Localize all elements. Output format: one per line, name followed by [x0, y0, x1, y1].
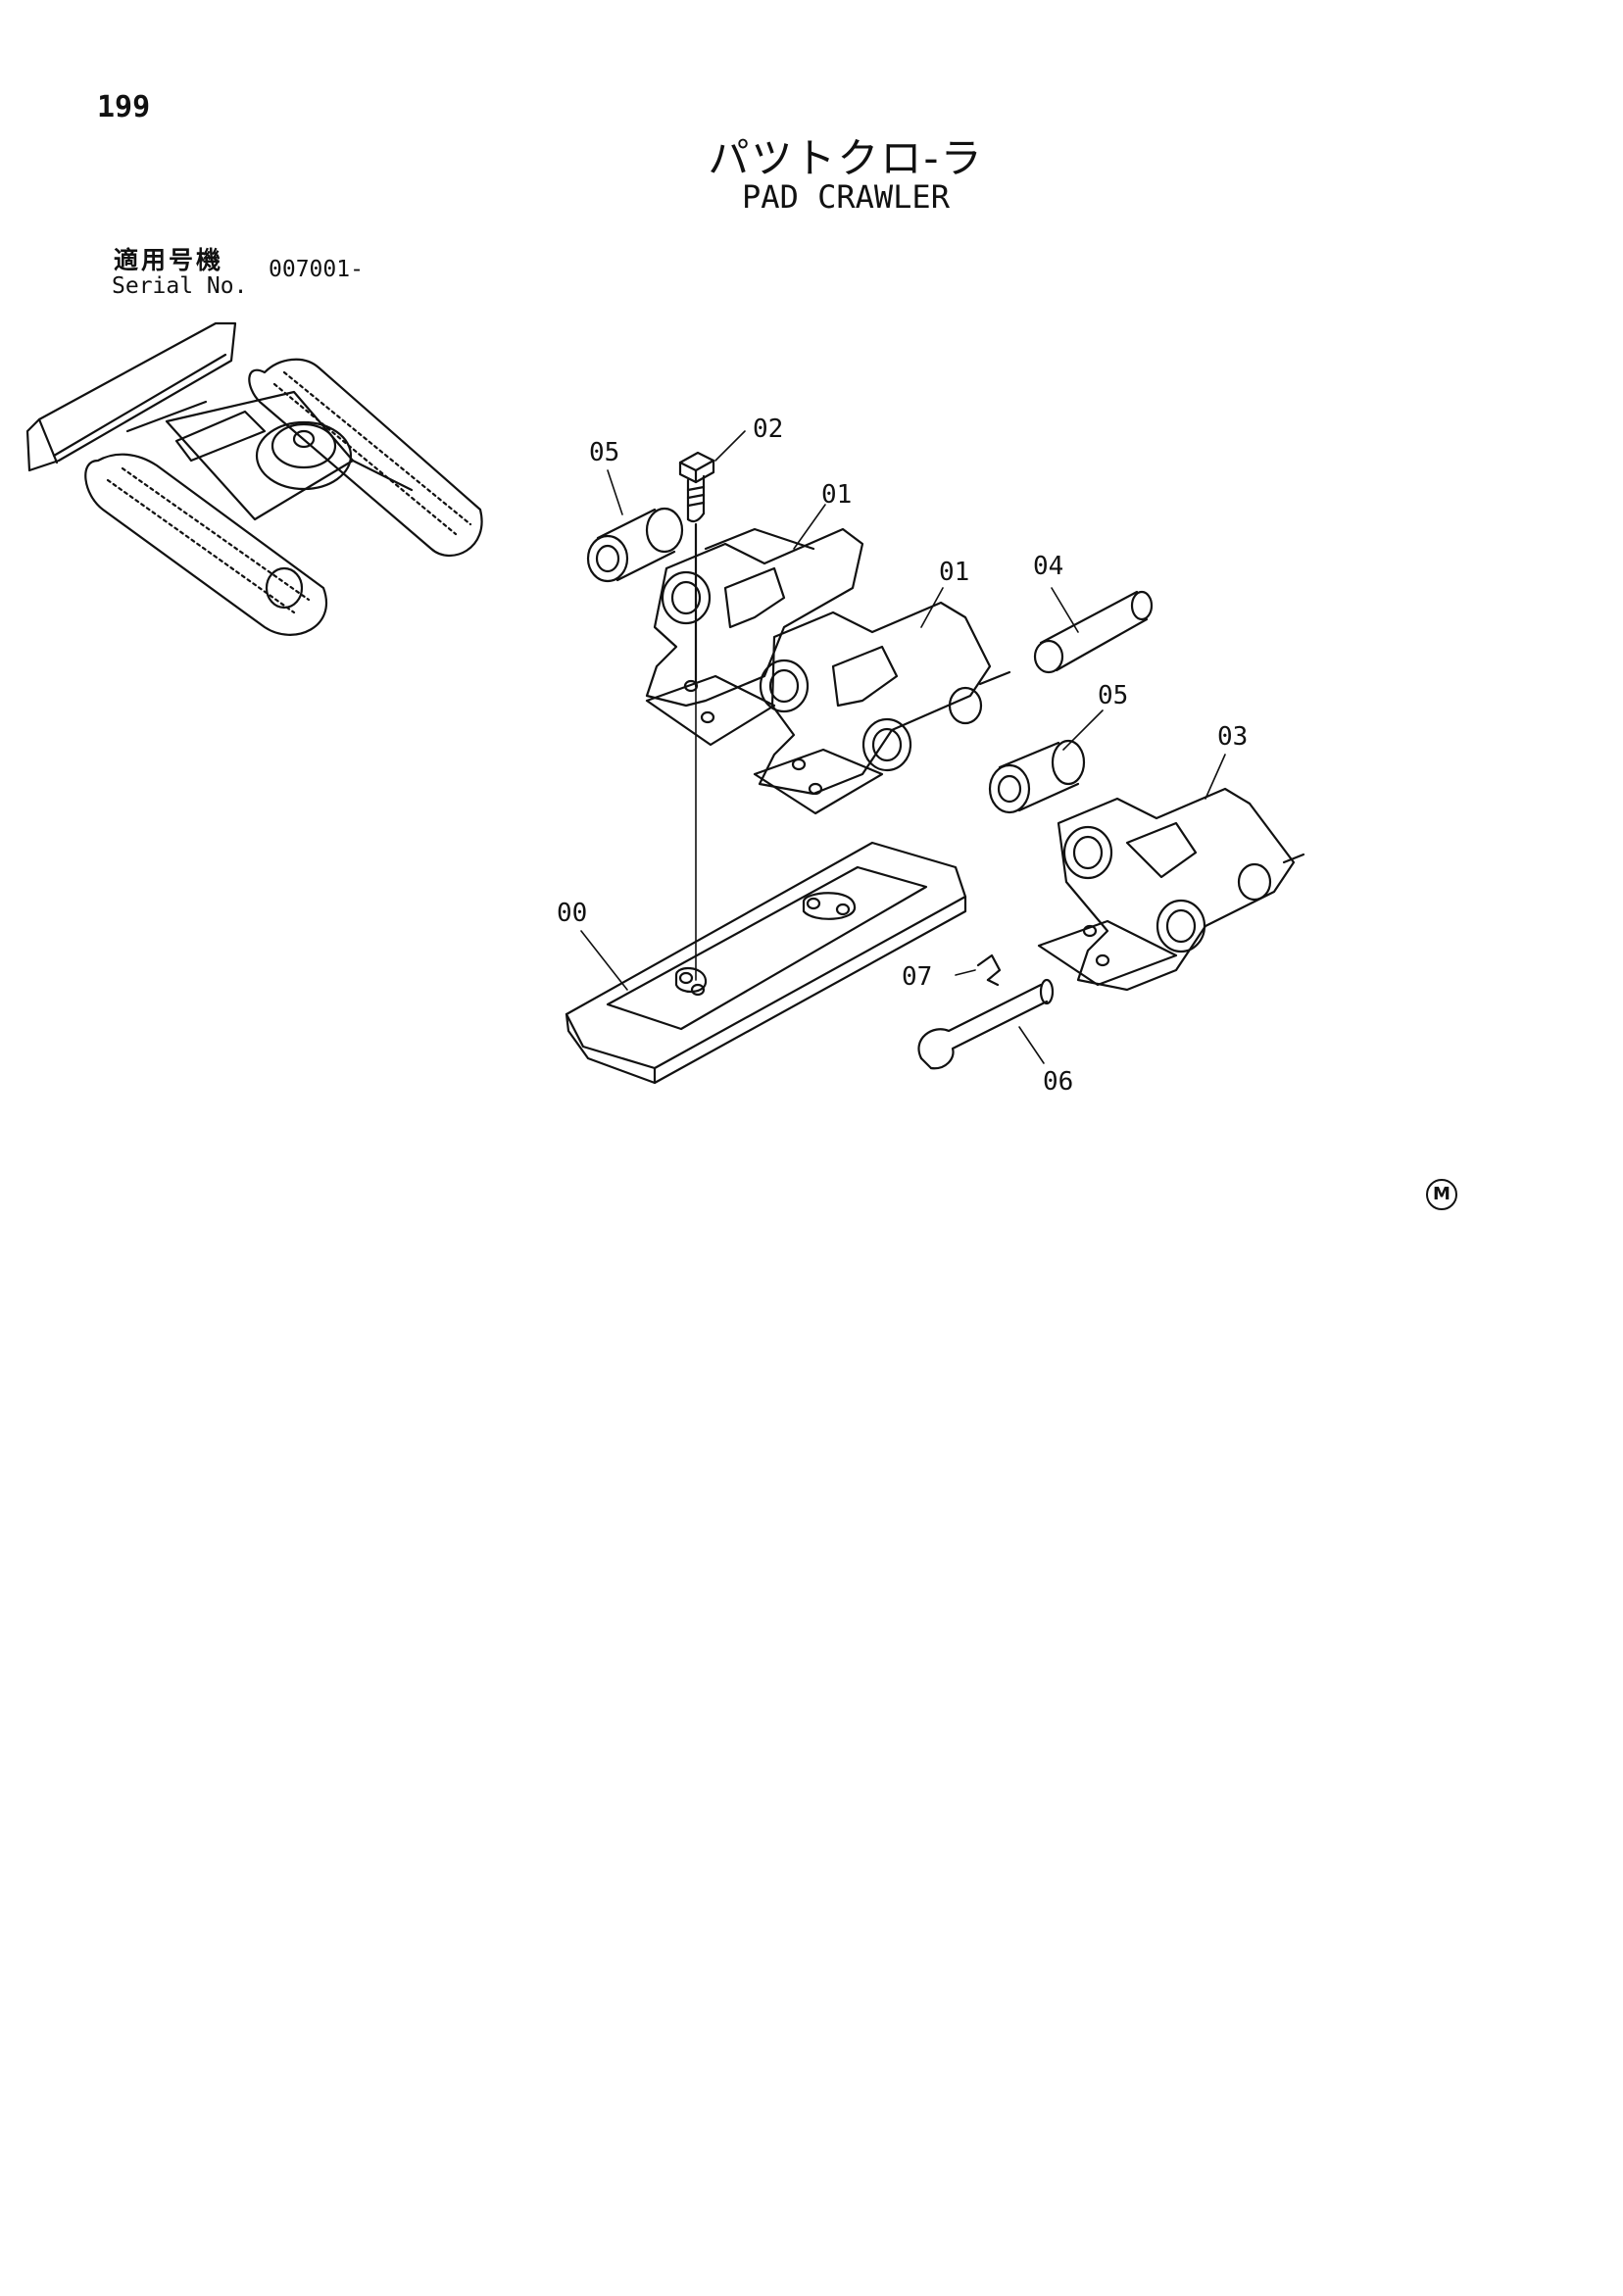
callout-05-right: 05	[1098, 681, 1128, 710]
leader-01-second	[920, 587, 944, 628]
callout-04: 04	[1033, 552, 1063, 581]
pad-shoe-00	[565, 841, 967, 1085]
link-01-second	[753, 601, 1011, 815]
callout-02: 02	[753, 415, 783, 444]
link-01-first	[645, 527, 864, 747]
serial-label-english: Serial No.	[112, 273, 248, 299]
leader-02	[714, 430, 746, 462]
leader-01-first	[793, 504, 826, 550]
excavator-thumbnail-icon	[25, 321, 483, 636]
leader-04	[1051, 587, 1079, 633]
callout-01-second: 01	[939, 558, 969, 587]
leader-05-right	[1062, 709, 1104, 751]
leader-05-upper	[607, 469, 623, 515]
page-title-japanese: パツトクロ-ラ	[708, 134, 984, 182]
parts-diagram: 05 02 01 01 04 05 03 00 07 06	[25, 321, 1305, 1097]
leader-00	[580, 930, 628, 991]
callout-06: 06	[1043, 1067, 1073, 1097]
master-pin-06	[917, 978, 1055, 1070]
callout-07: 07	[902, 962, 932, 992]
callout-01-first: 01	[821, 480, 852, 510]
bushing-05-upper	[586, 507, 684, 583]
leader-03	[1205, 754, 1226, 800]
bushing-05-right	[988, 739, 1086, 814]
page-title-english: PAD CRAWLER	[742, 178, 950, 216]
serial-number-value: 007001-	[269, 257, 364, 282]
leader-06	[1018, 1026, 1045, 1064]
serial-label-japanese: 適用号機	[114, 246, 224, 274]
callout-05-upper: 05	[589, 438, 619, 467]
master-link-03	[1037, 787, 1305, 992]
page-number: 199	[97, 90, 151, 124]
mark-m-icon: M	[1426, 1179, 1457, 1210]
leader-07	[955, 969, 976, 976]
pin-04	[1033, 590, 1154, 674]
bolt-02	[678, 451, 715, 688]
cotter-pin-07	[976, 953, 1002, 987]
callout-03: 03	[1217, 722, 1248, 752]
callout-00: 00	[557, 899, 587, 928]
